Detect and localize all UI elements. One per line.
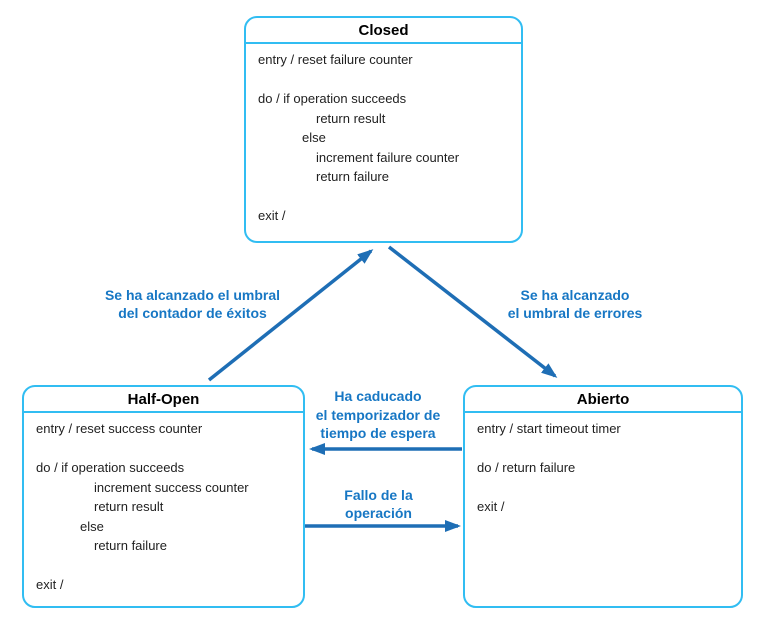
transition-label-operation-failure: Fallo de la operación (316, 486, 441, 522)
state-half-open-body: entry / reset success counter do / if op… (24, 413, 303, 595)
state-line: return failure (316, 169, 389, 184)
state-line: else (302, 130, 326, 145)
state-line: increment failure counter (316, 149, 460, 165)
state-line (36, 556, 295, 576)
state-line: else (80, 518, 104, 534)
state-closed: Closed entry / reset failure counter do … (244, 16, 523, 243)
state-line: do / if operation succeeds (36, 460, 185, 475)
label-line: Se ha alcanzado (520, 287, 630, 303)
state-closed-body: entry / reset failure counter do / if op… (246, 44, 521, 226)
label-line: Fallo de la (344, 487, 413, 503)
transition-label-timeout-expired: Ha caducado el temporizador de tiempo de… (288, 387, 468, 443)
transition-label-error-threshold: Se ha alcanzado el umbral de errores (480, 286, 670, 322)
state-line: do / if operation succeeds (258, 91, 407, 106)
state-line: entry / start timeout timer (477, 421, 621, 436)
label-line: del contador de éxitos (118, 305, 267, 321)
state-line (36, 439, 295, 459)
state-line: return result (316, 110, 386, 126)
state-line (477, 439, 733, 459)
state-line: exit / (36, 577, 64, 592)
state-abierto: Abierto entry / start timeout timer do /… (463, 385, 743, 608)
label-line: el umbral de errores (507, 305, 643, 321)
state-line: exit / (477, 499, 505, 514)
state-closed-title: Closed (246, 18, 521, 44)
state-line (258, 70, 513, 90)
label-line: Ha caducado (334, 388, 422, 404)
state-line (258, 187, 513, 207)
transition-label-success-threshold: Se ha alcanzado el umbral del contador d… (70, 286, 315, 322)
state-abierto-title: Abierto (465, 387, 741, 413)
state-line: return result (94, 499, 164, 514)
state-line: exit / (258, 208, 286, 223)
state-line: entry / reset success counter (36, 421, 203, 436)
label-line: Se ha alcanzado el umbral (104, 287, 281, 303)
state-line (477, 478, 733, 498)
state-half-open-title: Half-Open (24, 387, 303, 413)
state-half-open: Half-Open entry / reset success counter … (22, 385, 305, 608)
label-line: tiempo de espera (320, 425, 436, 441)
label-line: el temporizador de (315, 406, 441, 423)
state-line: entry / reset failure counter (258, 52, 413, 67)
label-line: operación (345, 505, 412, 521)
state-line: return failure (94, 538, 167, 553)
state-line: increment success counter (94, 479, 249, 495)
state-line: do / return failure (477, 460, 576, 475)
state-abierto-body: entry / start timeout timer do / return … (465, 413, 741, 517)
